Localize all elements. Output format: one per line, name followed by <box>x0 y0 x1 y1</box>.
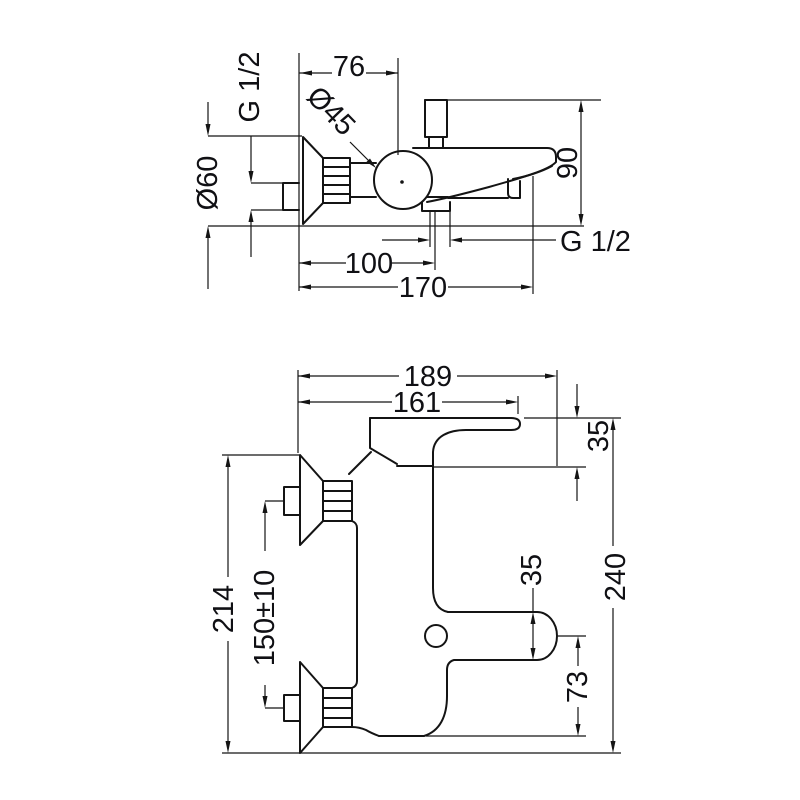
side-view-dimensions <box>205 58 601 294</box>
upper-wall-mount <box>283 454 353 546</box>
front-view-labels: 189 161 35 240 214 150±10 35 73 <box>208 361 632 703</box>
front-spout-height-dim: 35 <box>516 554 548 586</box>
front-overall-height-dim: 240 <box>600 553 632 601</box>
shower-port <box>424 99 448 149</box>
front-handle-width-dim: 161 <box>393 387 441 419</box>
side-outlet-thread-label: G 1/2 <box>560 226 631 258</box>
handle-knob <box>373 150 433 210</box>
front-inlet-spacing-dim: 150±10 <box>249 570 281 667</box>
front-view: 189 161 35 240 214 150±10 35 73 <box>208 361 632 754</box>
side-handle-diameter-label: Ø45 <box>300 80 361 142</box>
side-height-dim: 90 <box>552 147 584 179</box>
front-overall-width-dim: 189 <box>404 361 452 393</box>
front-view-dimensions <box>222 370 621 754</box>
lever-handle <box>348 417 521 475</box>
side-projection-dim: 170 <box>399 272 447 304</box>
front-handle-gap-dim: 35 <box>583 420 615 452</box>
mixer-body <box>412 147 557 203</box>
front-spout-to-base-dim: 73 <box>562 671 594 703</box>
escutcheon <box>302 136 324 225</box>
side-wall-to-outlet-dim: 100 <box>345 248 393 280</box>
spout <box>378 611 558 737</box>
lower-wall-mount <box>283 661 353 754</box>
side-wall-to-handle-dim: 76 <box>333 51 365 83</box>
front-body-height-dim: 214 <box>208 585 240 633</box>
body-outline <box>351 465 449 737</box>
inlet-pipe <box>282 182 300 211</box>
side-view: G 1/2 Ø60 Ø45 76 90 G 1/2 100 170 <box>192 51 631 304</box>
side-inlet-thread-label: G 1/2 <box>234 52 266 123</box>
bottom-outlet <box>421 196 451 212</box>
handle-center-mark <box>400 180 404 184</box>
body-screw-hole <box>424 624 448 648</box>
mounting-nut <box>322 157 377 204</box>
side-escutcheon-diameter-label: Ø60 <box>192 156 224 211</box>
